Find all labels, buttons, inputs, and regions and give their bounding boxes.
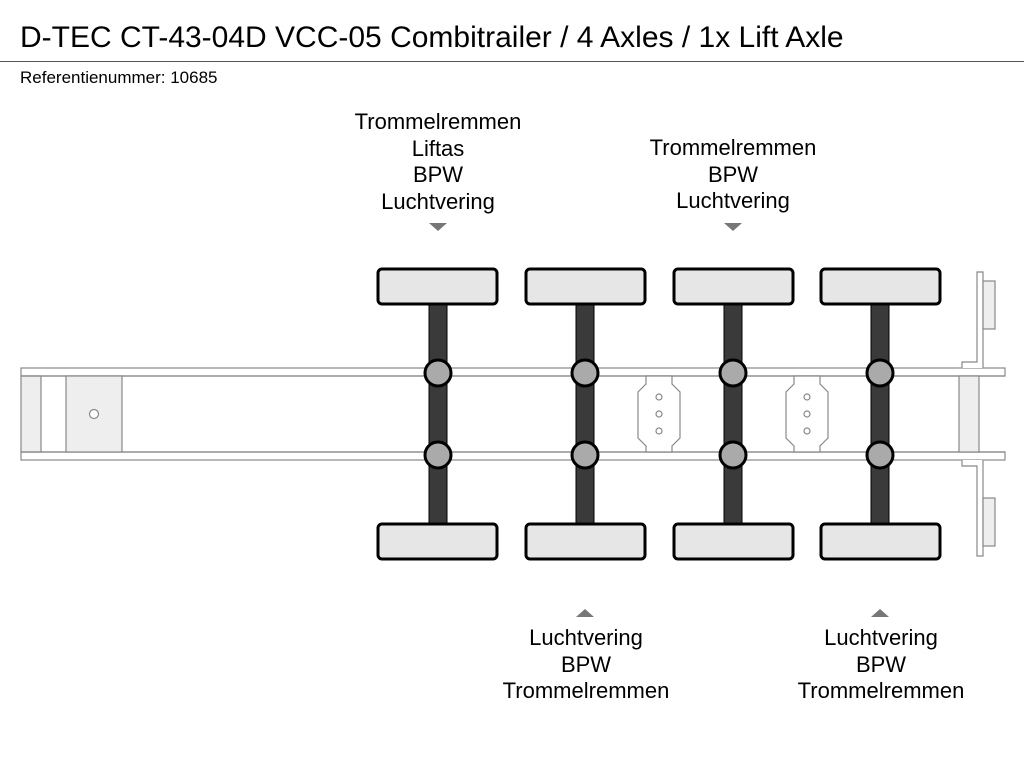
axle-3 [672, 267, 795, 561]
axle-3-suspension-label: Luchtvering [676, 188, 790, 213]
chassis-rail-bottom [20, 451, 1006, 461]
axle-1-lift-label: Liftas [411, 135, 465, 161]
rear-light-top [982, 280, 996, 330]
axle-4-brand-label: BPW [855, 651, 907, 677]
rear-bracket-bottom [961, 460, 984, 557]
axle-2-hub-top [570, 358, 600, 388]
axle-4-pointer-arrow [871, 609, 889, 617]
cross-member-2-hole-3 [803, 427, 811, 435]
axle-4-brake-label: Trommelremmen [797, 678, 965, 703]
axle-1-suspension-label: Luchtvering [381, 188, 495, 214]
axle-3-hub-bottom [718, 440, 748, 470]
axle-4 [819, 267, 942, 561]
axle-1-hub-top [423, 358, 453, 388]
axle-2-hub-bottom [570, 440, 600, 470]
kingpin-icon [88, 408, 100, 420]
rear-light-bottom [982, 497, 996, 547]
axle-4-shaft [870, 303, 890, 525]
axle-1-tire-top [376, 267, 499, 306]
cross-member-1-hole-2 [655, 410, 663, 418]
axle-2-brake-label: Trommelremmen [502, 678, 670, 703]
axle-3-label-group: Trommelremmen BPW Luchtvering [633, 135, 833, 215]
axle-2-pointer-arrow [576, 609, 594, 617]
axle-1-tire-bottom [376, 522, 499, 561]
header-bar: D-TEC CT-43-04D VCC-05 Combitrailer / 4 … [0, 0, 1024, 62]
chassis-rail-top [20, 367, 1006, 377]
cross-member-2-hole-2 [803, 410, 811, 418]
axle-4-tire-bottom [819, 522, 942, 561]
axle-4-tire-top [819, 267, 942, 306]
axle-3-brand-label: BPW [707, 161, 759, 187]
axle-2-brand-label: BPW [560, 651, 612, 677]
axle-3-brake-label: Trommelremmen [649, 135, 817, 160]
axle-3-hub-top [718, 358, 748, 388]
front-end-plate [20, 375, 42, 453]
axle-2-suspension-label: Luchtvering [529, 625, 643, 650]
axle-3-pointer-arrow [724, 223, 742, 231]
cross-member-2-hole-1 [803, 393, 811, 401]
axle-1 [376, 267, 499, 561]
cross-member-1-hole-3 [655, 427, 663, 435]
axle-4-hub-bottom [865, 440, 895, 470]
page-title: D-TEC CT-43-04D VCC-05 Combitrailer / 4 … [20, 21, 844, 54]
chassis-frame [20, 271, 1006, 557]
rear-end-block [958, 375, 980, 453]
axle-1-shaft [428, 303, 448, 525]
axle-4-label-group: Luchtvering BPW Trommelremmen [781, 625, 981, 705]
axle-4-hub-top [865, 358, 895, 388]
axle-2-tire-top [524, 267, 647, 306]
axle-4-suspension-label: Luchtvering [824, 625, 938, 650]
axle-1-brand-label: BPW [412, 162, 464, 187]
axle-2-label-group: Luchtvering BPW Trommelremmen [486, 625, 686, 705]
axle-3-tire-top [672, 267, 795, 306]
rear-bracket-top [961, 271, 984, 368]
axle-1-label-group: Trommelremmen Liftas BPW Luchtvering [338, 109, 538, 215]
axle-2-shaft [575, 303, 595, 525]
axle-1-pointer-arrow [429, 223, 447, 231]
axle-2-tire-bottom [524, 522, 647, 561]
axle-1-hub-bottom [423, 440, 453, 470]
axle-3-tire-bottom [672, 522, 795, 561]
axle-1-brake-label: Trommelremmen [354, 109, 522, 134]
axle-3-shaft [723, 303, 743, 525]
cross-member-1-hole-1 [655, 393, 663, 401]
reference-number: Referentienummer: 10685 [20, 68, 218, 87]
axle-2 [524, 267, 647, 561]
